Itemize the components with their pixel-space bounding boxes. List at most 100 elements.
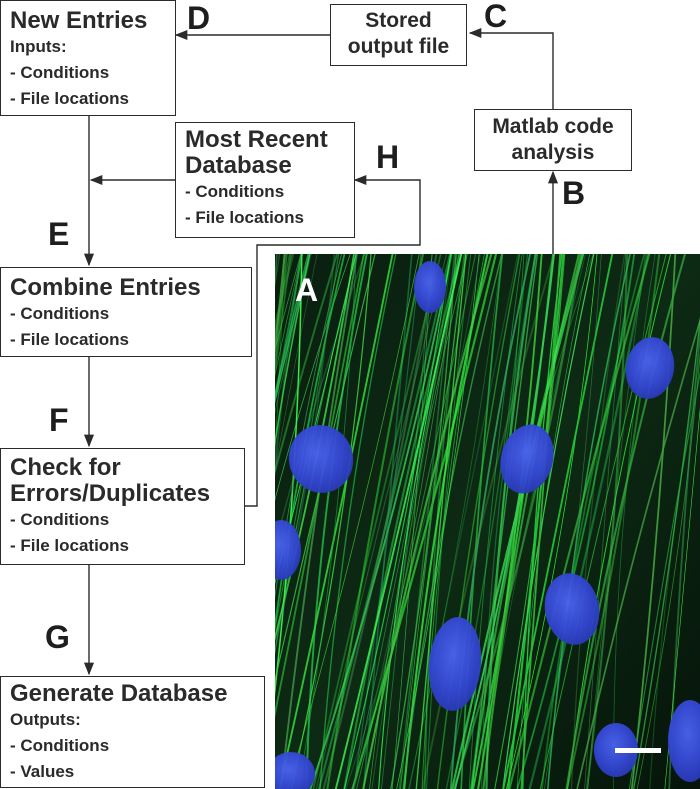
- actin-fiber: [343, 254, 461, 789]
- actin-fiber: [351, 254, 498, 789]
- actin-fiber: [279, 254, 358, 789]
- nucleus: [275, 520, 301, 580]
- actin-fiber: [630, 254, 677, 789]
- actin-fiber: [522, 254, 563, 789]
- actin-fiber: [362, 254, 493, 789]
- actin-fiber: [452, 254, 582, 789]
- microscopy-image: A: [275, 254, 700, 789]
- actin-fiber: [275, 254, 351, 501]
- matlab-line-2: analysis: [511, 141, 595, 164]
- actin-fiber: [275, 254, 318, 472]
- new-entries-subtitle: Inputs:: [10, 37, 67, 56]
- cell-fluorescence-image: [275, 254, 700, 789]
- actin-fiber: [528, 254, 649, 789]
- actin-fiber: [502, 254, 595, 789]
- generate-subtitle: Outputs:: [10, 710, 81, 729]
- combine-entries-box: Combine Entries - Conditions - File loca…: [0, 267, 252, 357]
- actin-fiber: [312, 254, 442, 789]
- actin-fiber: [424, 254, 466, 789]
- label-e: E: [48, 216, 70, 252]
- actin-fiber: [275, 254, 339, 476]
- check-line-1: - Conditions: [10, 510, 110, 529]
- nucleus: [544, 573, 600, 645]
- nucleus: [428, 617, 482, 711]
- check-line-2: - File locations: [10, 536, 130, 555]
- label-c: C: [484, 0, 508, 34]
- label-d: D: [187, 0, 211, 36]
- actin-fiber: [275, 254, 302, 351]
- actin-fiber: [322, 254, 438, 789]
- arrow-check-to-recentdb: [245, 174, 421, 507]
- check-title-line-1: Check for: [10, 454, 121, 481]
- matlab-line-1: Matlab code: [492, 115, 614, 138]
- new-entries-line-1: - Conditions: [10, 63, 110, 82]
- actin-fiber: [275, 254, 312, 414]
- actin-fiber: [477, 254, 543, 789]
- actin-fiber: [275, 254, 295, 333]
- actin-fiber: [290, 254, 372, 789]
- stored-output-line-2: output file: [347, 35, 450, 58]
- actin-fiber: [275, 254, 311, 404]
- check-title-line-2: Errors/Duplicates: [10, 480, 211, 507]
- recent-db-title-line-1: Most Recent: [185, 126, 328, 153]
- actin-fiber: [612, 254, 656, 789]
- actin-fiber: [566, 254, 661, 789]
- label-f: F: [49, 402, 69, 438]
- actin-fiber: [275, 254, 340, 632]
- generate-database-box: Generate Database Outputs: - Conditions …: [0, 676, 265, 788]
- actin-fiber: [275, 254, 311, 448]
- actin-fiber: [436, 254, 521, 789]
- combine-line-1: - Conditions: [10, 304, 110, 323]
- actin-fiber: [570, 254, 626, 789]
- nucleus: [625, 337, 675, 399]
- combine-title: Combine Entries: [10, 274, 201, 301]
- new-entries-title: New Entries: [10, 7, 148, 34]
- label-h: H: [376, 139, 400, 175]
- actin-fiber: [415, 254, 467, 789]
- matlab-analysis-box: Matlab code analysis: [474, 109, 632, 171]
- recent-db-line-1: - Conditions: [185, 182, 285, 201]
- actin-fiber: [453, 254, 555, 789]
- actin-fiber: [584, 254, 627, 789]
- label-a: A: [295, 272, 319, 308]
- actin-fiber: [352, 254, 462, 789]
- actin-fiber: [275, 254, 302, 376]
- actin-fiber: [275, 254, 336, 653]
- actin-fiber: [468, 254, 523, 789]
- new-entries-line-2: - File locations: [10, 89, 130, 108]
- image-background: [275, 254, 700, 789]
- actin-fiber: [585, 254, 629, 789]
- actin-fiber: [275, 254, 285, 455]
- actin-fiber: [541, 254, 646, 789]
- actin-fiber: [356, 254, 477, 789]
- actin-fiber: [421, 254, 555, 789]
- actin-fiber: [317, 254, 452, 789]
- scale-bar: [615, 748, 661, 753]
- actin-fiber: [628, 370, 700, 789]
- actin-fiber: [278, 254, 394, 789]
- actin-fiber: [516, 254, 591, 789]
- actin-fiber: [481, 254, 536, 789]
- new-entries-box: New Entries Inputs: - Conditions - File …: [0, 0, 176, 116]
- actin-fiber: [636, 351, 700, 789]
- stored-output-line-1: Stored: [365, 9, 432, 32]
- actin-fiber: [362, 254, 413, 789]
- nucleus: [668, 700, 700, 782]
- actin-fiber: [334, 254, 463, 789]
- actin-fiber: [449, 254, 532, 789]
- actin-fiber: [516, 254, 636, 789]
- actin-fiber: [353, 254, 422, 789]
- nuclei: [275, 261, 700, 789]
- actin-fiber: [275, 254, 376, 683]
- actin-fiber: [539, 254, 667, 789]
- actin-fiber: [343, 254, 452, 789]
- actin-fiber: [380, 254, 433, 789]
- actin-fiber: [298, 254, 357, 789]
- recent-db-title-line-2: Database: [185, 152, 292, 179]
- arrow-matlab-to-stored: [468, 27, 554, 110]
- generate-title: Generate Database: [10, 680, 228, 707]
- actin-fiber: [520, 254, 562, 789]
- actin-fiber: [471, 254, 539, 789]
- generate-line-1: - Conditions: [10, 736, 110, 755]
